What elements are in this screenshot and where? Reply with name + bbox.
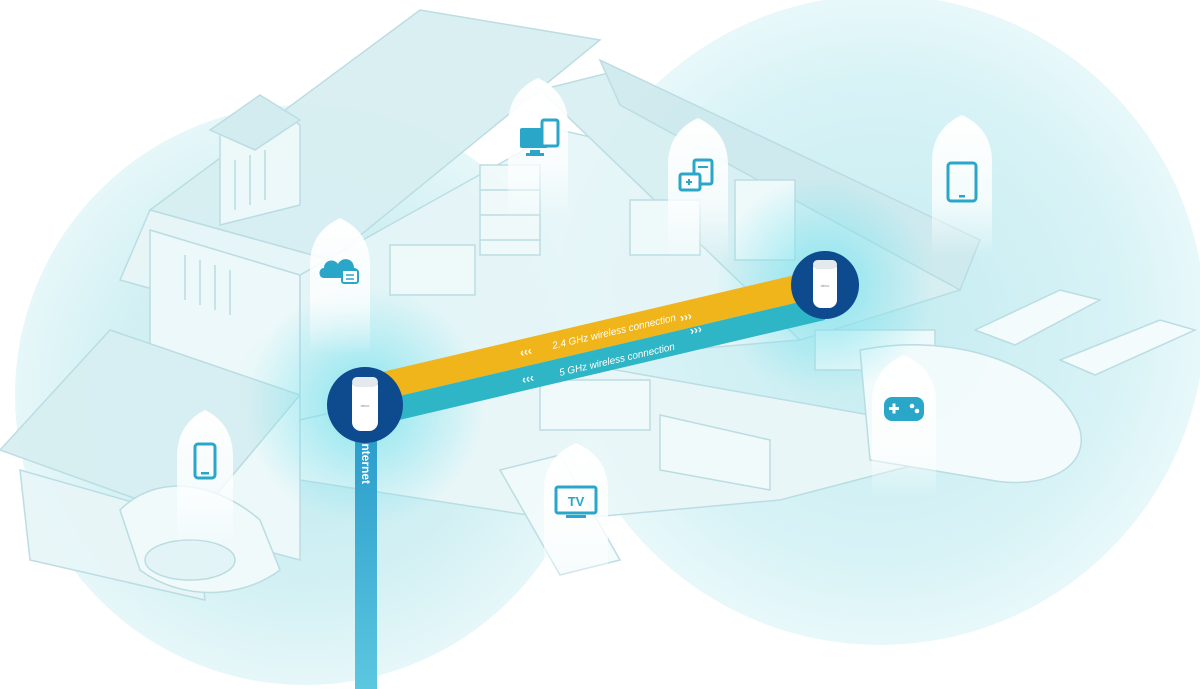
tv-icon-label: TV bbox=[568, 494, 585, 509]
band-5ghz bbox=[365, 296, 825, 428]
internet-beam bbox=[355, 430, 377, 689]
router-unit bbox=[813, 260, 837, 308]
tv-icon: TV bbox=[554, 485, 598, 518]
tablet-icon bbox=[946, 161, 978, 203]
router-brand: deco bbox=[821, 283, 830, 288]
band-5ghz-arrows-right: ››› bbox=[688, 321, 703, 337]
device-tag-cloud bbox=[310, 218, 370, 355]
internet-label: Internet bbox=[359, 440, 373, 484]
band-24ghz-arrows-right: ››› bbox=[678, 308, 693, 324]
phone-icon bbox=[193, 442, 217, 480]
computer-icon bbox=[520, 118, 560, 156]
device-tag-tv: TV bbox=[544, 443, 608, 595]
svg-text:›››: ››› bbox=[688, 321, 703, 337]
router-brand: deco bbox=[361, 403, 370, 408]
device-tags: TV bbox=[177, 78, 992, 595]
internet-link: Internet bbox=[355, 430, 377, 689]
svg-text:›››: ››› bbox=[678, 308, 693, 324]
router-unit bbox=[352, 377, 378, 431]
band-24ghz-arrows-left: ‹‹‹ bbox=[518, 343, 533, 359]
mesh-node-secondary: deco bbox=[791, 251, 859, 319]
device-tag-computer bbox=[508, 78, 568, 220]
game-controller-icon bbox=[884, 397, 924, 421]
band-5ghz-arrows-left: ‹‹‹ bbox=[520, 370, 535, 386]
device-tag-phone bbox=[177, 410, 233, 547]
device-tag-game bbox=[872, 355, 936, 497]
band-24ghz bbox=[365, 268, 825, 404]
cloud-storage-icon bbox=[319, 259, 359, 284]
device-tag-smart-home bbox=[668, 118, 728, 260]
svg-text:‹‹‹: ‹‹‹ bbox=[520, 370, 535, 386]
smart-home-icon bbox=[678, 158, 714, 192]
device-tag-tablet bbox=[932, 115, 992, 257]
svg-text:‹‹‹: ‹‹‹ bbox=[518, 343, 533, 359]
mesh-node-primary: deco bbox=[327, 367, 403, 443]
